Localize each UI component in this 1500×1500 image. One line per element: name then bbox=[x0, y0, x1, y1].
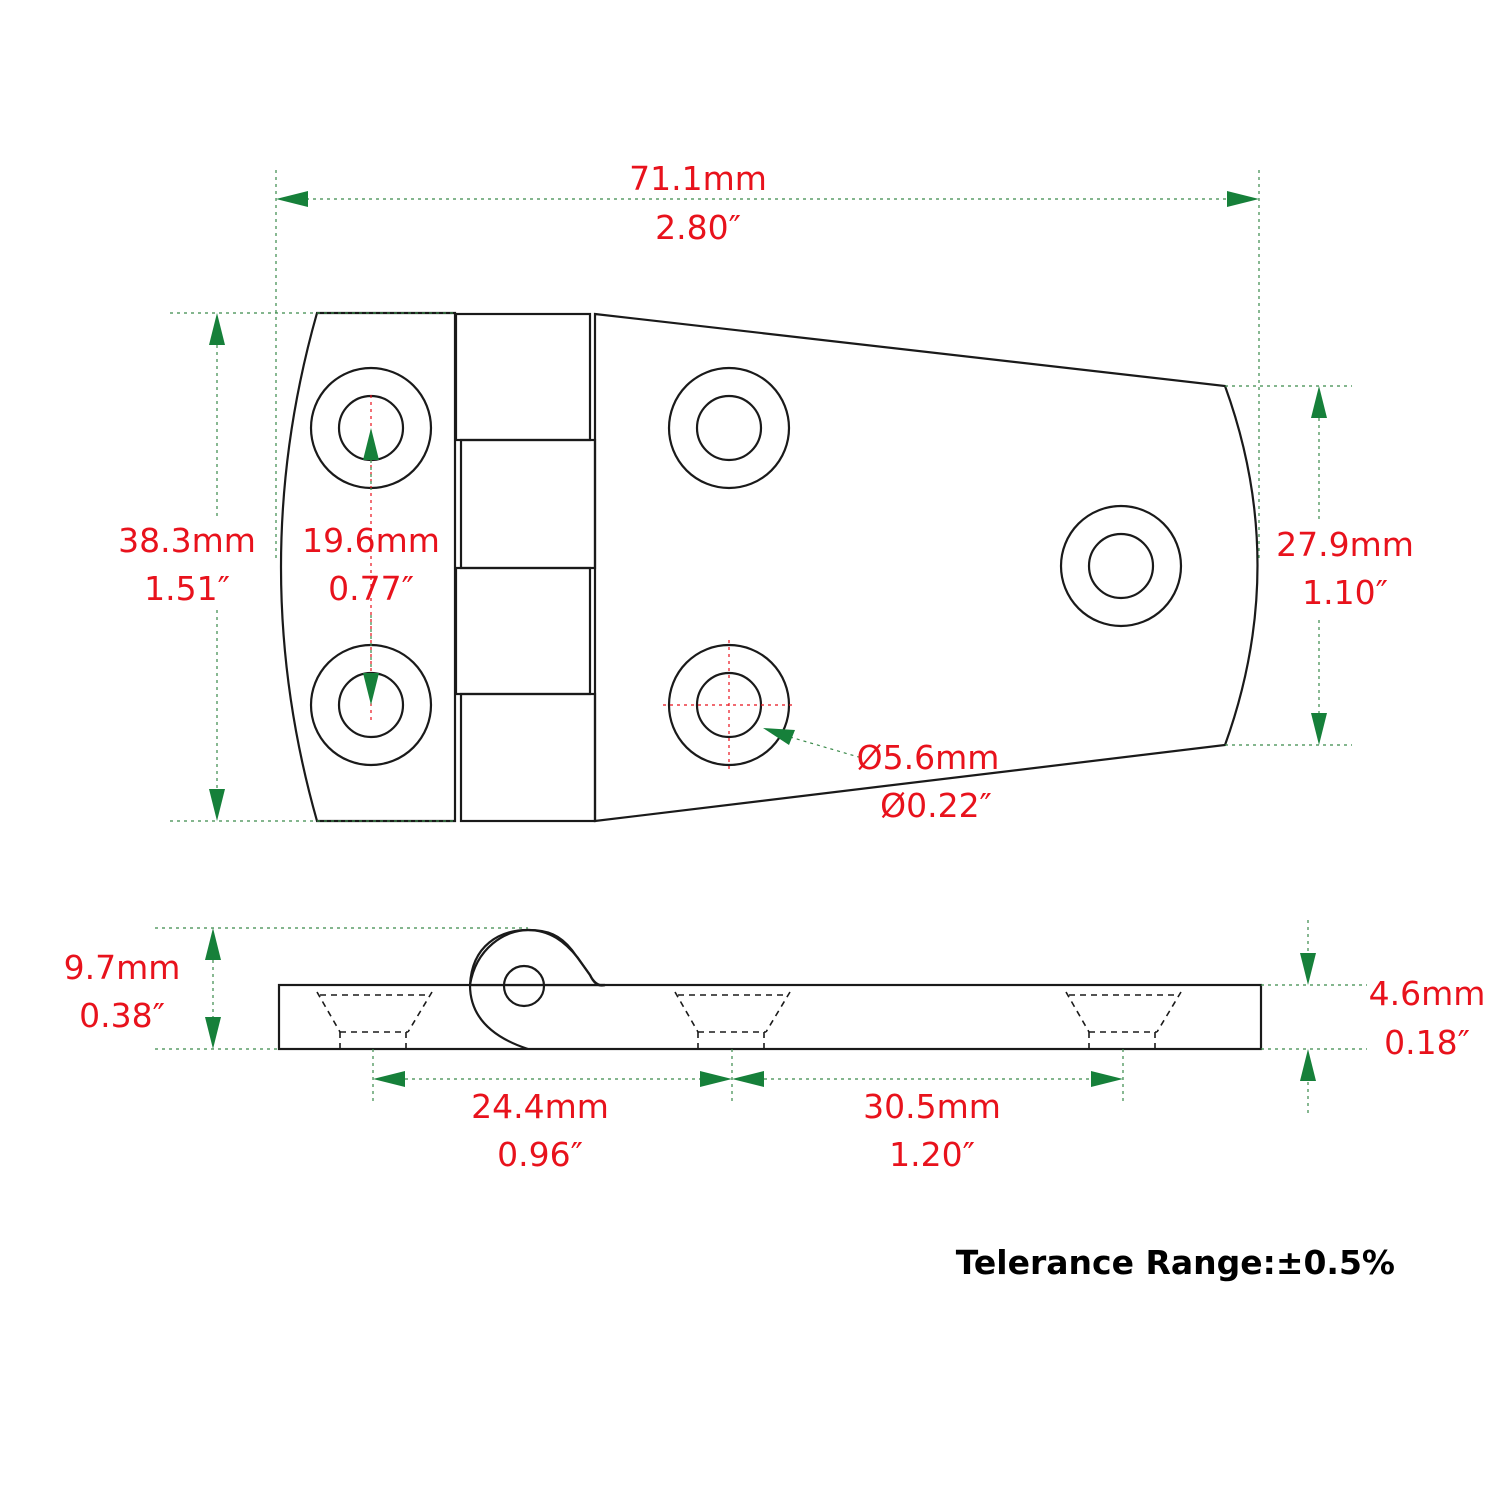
right-end-width-inch: 1.10″ bbox=[1302, 573, 1388, 612]
knuckle-segment-1 bbox=[454, 312, 592, 442]
hole-diameter-mm: Ø5.6mm bbox=[857, 738, 1000, 777]
dimension-overall-width: 38.3mm 1.51″ bbox=[118, 313, 256, 821]
dimension-hole-spacing-left: 19.6mm 0.77″ bbox=[302, 428, 440, 705]
dimension-hole-diameter: Ø5.6mm Ø0.22″ bbox=[763, 728, 999, 825]
knuckle-segment-4 bbox=[459, 692, 597, 823]
knuckle-height-mm: 9.7mm bbox=[64, 948, 181, 987]
pin-hole bbox=[502, 964, 546, 1008]
dimension-right-end-width: 27.9mm 1.10″ bbox=[1276, 386, 1414, 745]
dimension-knuckle-height: 9.7mm 0.38″ bbox=[64, 928, 221, 1049]
tolerance-note: Telerance Range:±0.5% bbox=[956, 1243, 1395, 1282]
overall-width-mm: 38.3mm bbox=[118, 521, 256, 560]
hole-spacing-left-inch: 0.77″ bbox=[328, 569, 414, 608]
extension-lines-side-view bbox=[155, 920, 1367, 1115]
knuckle-segment-3 bbox=[454, 566, 592, 696]
hinge-side-view bbox=[277, 928, 1263, 1051]
countersink-2 bbox=[674, 991, 791, 1048]
hole-right-top bbox=[667, 366, 791, 490]
right-leaf-outline bbox=[593, 312, 1259, 823]
dimension-overall-length: 71.1mm 2.80″ bbox=[276, 159, 1259, 247]
leaf-thickness-mm: 4.6mm bbox=[1369, 974, 1486, 1013]
overall-length-inch: 2.80″ bbox=[655, 208, 741, 247]
hole-pitch-2-mm: 30.5mm bbox=[863, 1087, 1001, 1126]
hole-diameter-inch: Ø0.22″ bbox=[880, 786, 992, 825]
right-end-width-mm: 27.9mm bbox=[1276, 525, 1414, 564]
hole-pitch-1-inch: 0.96″ bbox=[497, 1135, 583, 1174]
extension-lines-top-view bbox=[170, 170, 1352, 822]
hole-pitch-1-mm: 24.4mm bbox=[471, 1087, 609, 1126]
hole-pitch-2-inch: 1.20″ bbox=[889, 1135, 975, 1174]
overall-width-inch: 1.51″ bbox=[144, 569, 230, 608]
knuckle-height-inch: 0.38″ bbox=[79, 996, 165, 1035]
left-leaf-outline bbox=[279, 311, 457, 823]
hinge-top-view bbox=[279, 311, 1259, 823]
dimension-hole-pitch-1: 24.4mm 0.96″ bbox=[373, 1071, 732, 1174]
dimension-leaf-thickness: 4.6mm 0.18″ bbox=[1300, 953, 1485, 1081]
countersink-1 bbox=[316, 991, 433, 1048]
hole-right-end bbox=[1059, 504, 1183, 628]
dimension-hole-pitch-2: 30.5mm 1.20″ bbox=[732, 1071, 1123, 1174]
hole-spacing-left-mm: 19.6mm bbox=[302, 521, 440, 560]
leaf-side-profile bbox=[277, 983, 1263, 1051]
knuckle-segment-2 bbox=[459, 438, 597, 570]
overall-length-mm: 71.1mm bbox=[629, 159, 767, 198]
leaf-thickness-inch: 0.18″ bbox=[1384, 1023, 1470, 1062]
knuckle-side-profile bbox=[468, 928, 606, 987]
countersink-3 bbox=[1065, 991, 1182, 1048]
